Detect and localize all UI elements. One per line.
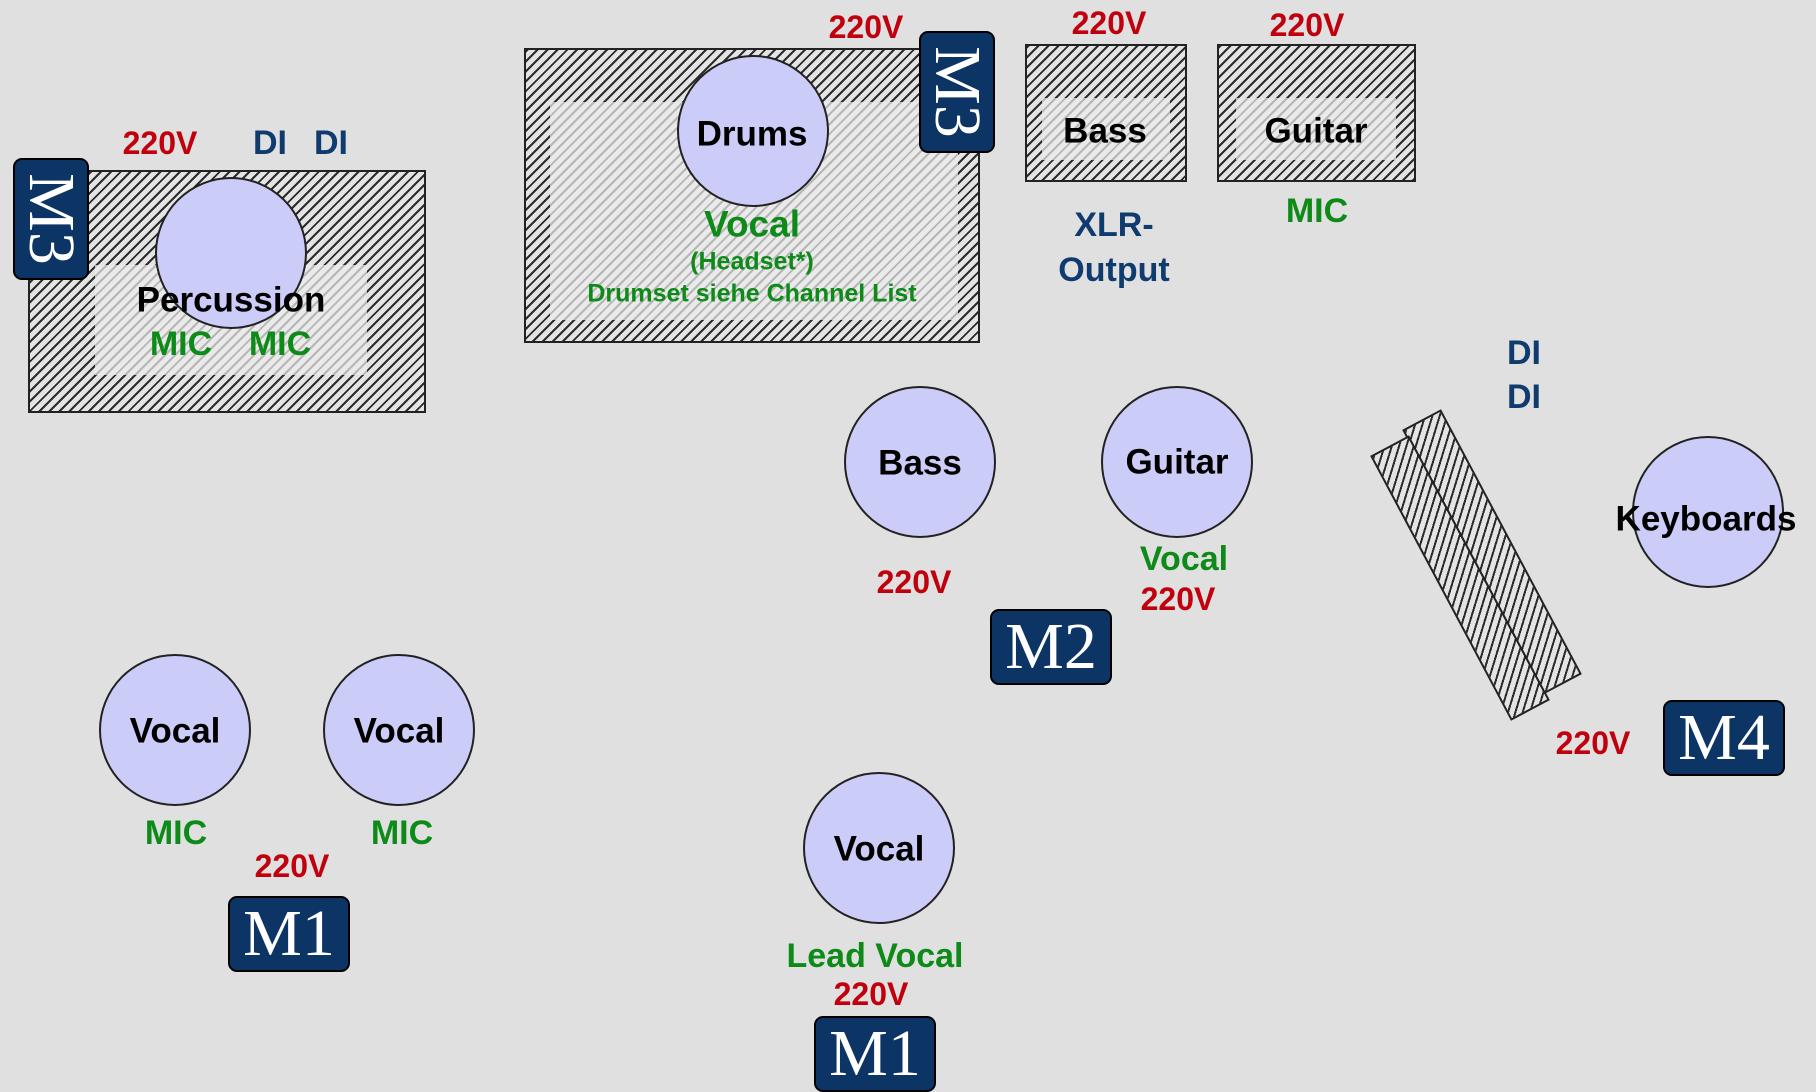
percussion-circle bbox=[155, 177, 307, 329]
monitor-m3-drums: M3 bbox=[919, 31, 995, 153]
bass-player-circle bbox=[844, 386, 996, 538]
guitar-player-label: Guitar bbox=[1125, 442, 1229, 482]
bass-player-label: Bass bbox=[878, 443, 962, 483]
vocal-left-2-label: Vocal bbox=[353, 711, 445, 751]
drums-label: Drums bbox=[696, 114, 808, 154]
guitar-amp-mic: MIC bbox=[1285, 192, 1349, 230]
keyboards-label: Keyboards bbox=[1615, 499, 1797, 539]
guitar-player-circle bbox=[1101, 386, 1253, 538]
bass-amp-label-area bbox=[1042, 98, 1170, 160]
monitor-m2-label: M2 bbox=[1005, 610, 1097, 683]
bass-amp-output-line1: XLR- bbox=[1074, 206, 1154, 244]
keyboards-di-2: DI bbox=[1507, 378, 1541, 416]
drums-circle bbox=[677, 55, 829, 207]
guitar-player-vocal: Vocal bbox=[1139, 540, 1229, 578]
bass-amp-label: Bass bbox=[1063, 111, 1147, 151]
monitor-m3-percussion-label: M3 bbox=[15, 173, 88, 265]
percussion-label: Percussion bbox=[136, 280, 326, 320]
bass-amp-voltage: 220V bbox=[1071, 5, 1147, 41]
guitar-player-voltage: 220V bbox=[1140, 581, 1216, 617]
monitor-m1-left-label: M1 bbox=[243, 897, 335, 970]
lead-vocal-name: Vocal bbox=[833, 829, 925, 869]
guitar-amp-label: Guitar bbox=[1264, 111, 1368, 151]
vocal-left-1-label: Vocal bbox=[129, 711, 221, 751]
lead-vocal-label: Lead Vocal bbox=[786, 937, 964, 975]
drums-channel-note: Drumset siehe Channel List bbox=[587, 279, 917, 308]
percussion-di-1: DI bbox=[253, 124, 287, 162]
vocal-left-1-circle bbox=[99, 654, 251, 806]
bass-player-voltage: 220V bbox=[876, 564, 952, 600]
lead-vocal-voltage: 220V bbox=[833, 976, 909, 1012]
guitar-amp-label-area bbox=[1236, 98, 1396, 160]
monitor-m1-left: M1 bbox=[228, 896, 350, 972]
lead-vocal-circle bbox=[803, 772, 955, 924]
monitor-m2: M2 bbox=[990, 609, 1112, 685]
percussion-voltage: 220V bbox=[122, 125, 198, 161]
monitor-m4: M4 bbox=[1663, 700, 1785, 776]
keyboards-voltage: 220V bbox=[1555, 725, 1631, 761]
vocal-left-1-mic: MIC bbox=[144, 814, 208, 852]
monitor-m4-label: M4 bbox=[1678, 701, 1770, 774]
guitar-amp-voltage: 220V bbox=[1269, 7, 1345, 43]
percussion-mic-1: MIC bbox=[149, 325, 213, 363]
monitor-m1-lead: M1 bbox=[814, 1016, 936, 1092]
drums-headset-label: (Headset*) bbox=[690, 247, 814, 276]
monitor-m3-drums-label: M3 bbox=[921, 46, 994, 138]
bass-amp-output-line2: Output bbox=[1058, 251, 1170, 289]
drums-voltage: 220V bbox=[828, 9, 904, 45]
percussion-mic-2: MIC bbox=[248, 325, 312, 363]
monitor-m1-lead-label: M1 bbox=[829, 1017, 921, 1090]
drums-vocal-label: Vocal bbox=[704, 203, 800, 245]
keyboards-di-1: DI bbox=[1507, 334, 1541, 372]
vocal-left-voltage: 220V bbox=[254, 848, 330, 884]
keyboards-circle bbox=[1632, 436, 1784, 588]
vocal-left-2-circle bbox=[323, 654, 475, 806]
percussion-di-2: DI bbox=[314, 124, 348, 162]
monitor-m3-percussion: M3 bbox=[13, 158, 89, 280]
vocal-left-2-mic: MIC bbox=[370, 814, 434, 852]
